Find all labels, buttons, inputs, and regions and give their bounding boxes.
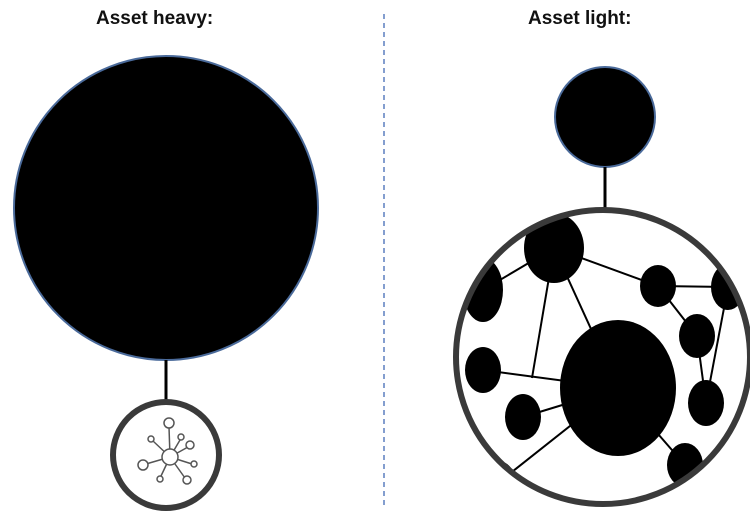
network-node xyxy=(465,347,501,393)
network-hub-node xyxy=(560,320,676,456)
network-node xyxy=(505,394,541,440)
network-node xyxy=(524,213,584,283)
asset-heavy-title: Asset heavy: xyxy=(96,8,214,29)
network-node xyxy=(679,314,715,358)
network-node xyxy=(688,380,724,426)
network-icon xyxy=(137,417,198,485)
light-asset-circle xyxy=(554,66,656,168)
light-network-ring xyxy=(453,207,750,507)
heavy-asset-circle xyxy=(13,55,319,361)
network-node xyxy=(640,265,676,307)
asset-light-title: Asset light: xyxy=(528,8,632,29)
